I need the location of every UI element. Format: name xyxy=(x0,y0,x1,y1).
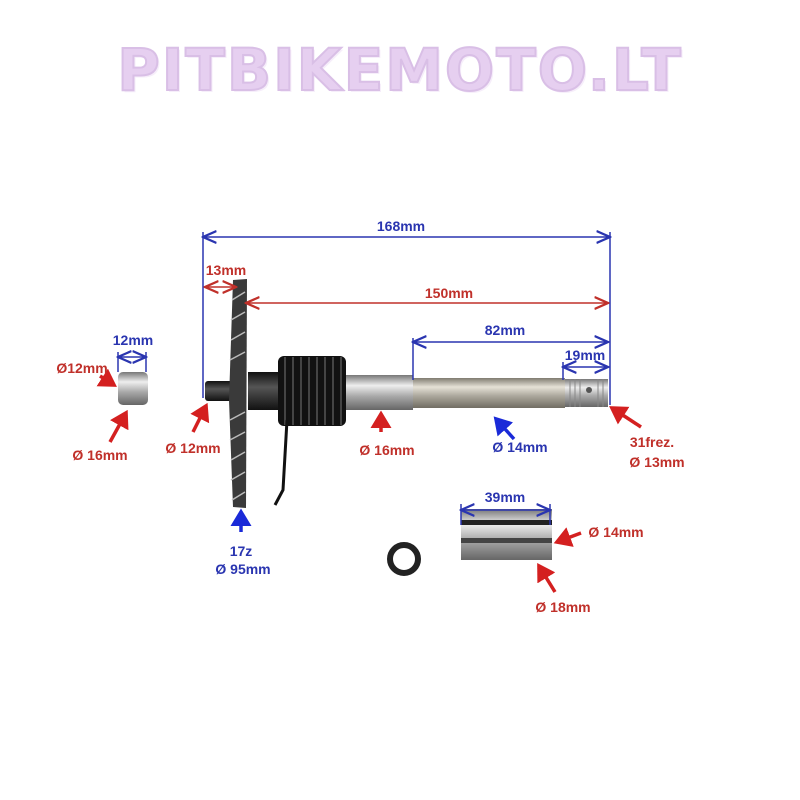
shaft-splines xyxy=(565,379,608,407)
total-length-label: 168mm xyxy=(376,218,426,234)
washer xyxy=(387,542,421,576)
sleeve xyxy=(461,509,552,560)
bushing-length-label: 12mm xyxy=(112,332,154,348)
spline-count-label: 31frez. xyxy=(629,434,675,450)
gear-teeth-label: 17z xyxy=(229,543,253,559)
sleeve-outer-label: Ø 18mm xyxy=(535,599,591,615)
gear-diameter-label: Ø 95mm xyxy=(215,561,271,577)
spline-diameter-label: Ø 13mm xyxy=(629,454,685,470)
kick-gear xyxy=(229,279,247,508)
sleeve-length-label: 39mm xyxy=(484,489,526,505)
shaft-main xyxy=(340,375,413,410)
thin-section-label: 82mm xyxy=(484,322,526,338)
brand-logo: PITBIKEMOTO.LT xyxy=(116,35,683,105)
shaft-diameter-label: Ø 16mm xyxy=(359,442,415,458)
shaft-thin xyxy=(413,378,565,408)
stub-length-label: 13mm xyxy=(205,262,247,278)
spline-length-label: 19mm xyxy=(564,347,606,363)
gear-to-end-label: 150mm xyxy=(424,285,474,301)
small-bushing xyxy=(118,372,148,405)
bushing-outer-label: Ø 16mm xyxy=(72,447,128,463)
thin-diameter-label: Ø 14mm xyxy=(492,439,548,455)
return-spring xyxy=(278,356,346,426)
stub-diameter-label: Ø 12mm xyxy=(165,440,221,456)
bushing-inner-label: Ø12mm xyxy=(56,360,108,376)
shaft-stub xyxy=(205,381,235,401)
sleeve-inner-label: Ø 14mm xyxy=(588,524,644,540)
